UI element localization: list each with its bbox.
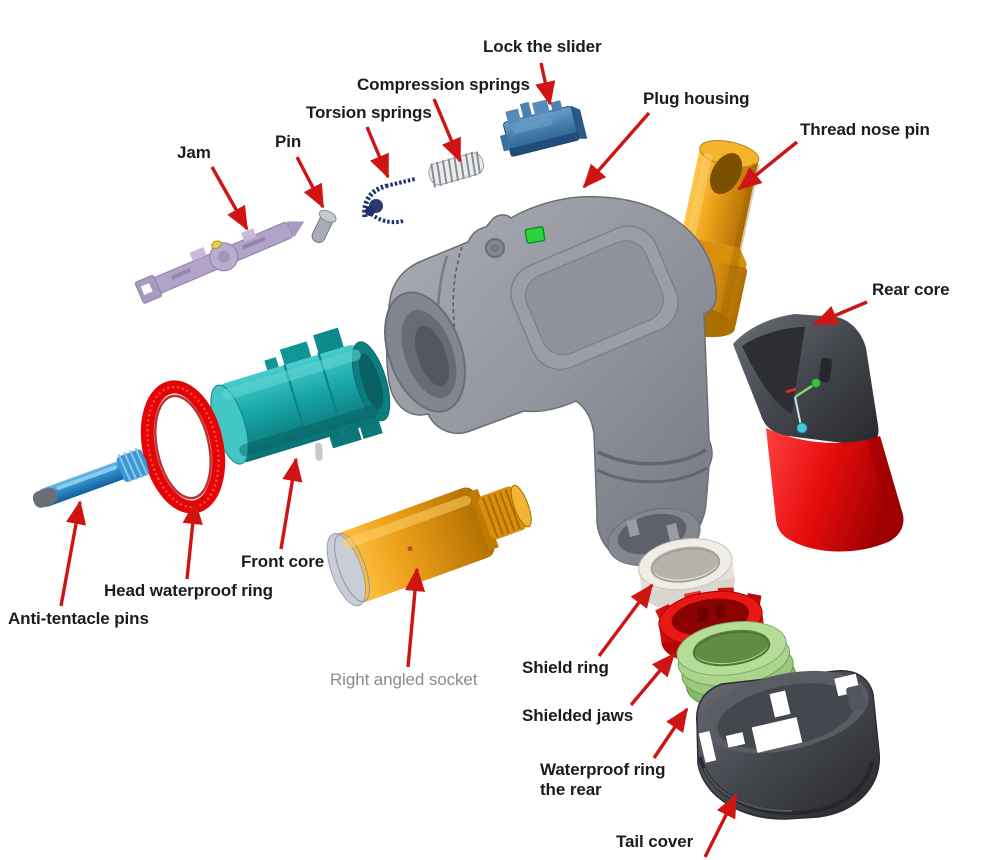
label-torsion-springs: Torsion springs xyxy=(306,103,432,122)
label-plug-housing: Plug housing xyxy=(643,89,750,108)
arrow-shield-ring xyxy=(597,583,654,658)
label-anti-tentacle-pins: Anti-tentacle pins xyxy=(8,609,149,628)
label-compression-springs: Compression springs xyxy=(357,75,530,94)
green-indicator xyxy=(524,226,546,244)
anti-tentacle-pins-part xyxy=(32,447,150,508)
label-head-waterproof-ring: Head waterproof ring xyxy=(104,581,273,600)
label-waterproof-ring-rear-line1: Waterproof ring xyxy=(540,760,666,779)
label-waterproof-ring-rear: Waterproof ring the rear xyxy=(540,760,665,800)
arrow-pin xyxy=(295,156,325,209)
arrow-jam xyxy=(210,166,249,231)
label-right-angled-socket: Right angled socket xyxy=(330,670,478,689)
front-core-part xyxy=(210,327,391,465)
label-tail-cover: Tail cover xyxy=(616,832,694,851)
label-shield-ring: Shield ring xyxy=(522,658,609,677)
arrow-torsion-springs xyxy=(365,126,390,179)
tail-cover-part xyxy=(696,670,880,820)
arrow-head-waterproof-ring xyxy=(182,500,203,580)
torsion-springs-part xyxy=(362,177,416,225)
coordinate-axis-marker xyxy=(785,378,821,434)
label-front-core: Front core xyxy=(241,552,325,571)
label-pin: Pin xyxy=(275,132,302,151)
label-shielded-jaws: Shielded jaws xyxy=(522,706,634,725)
jam-part xyxy=(134,221,305,304)
arrow-plug-housing xyxy=(582,111,651,189)
pin-part xyxy=(311,209,337,244)
arrow-waterproof-ring-rear xyxy=(652,707,689,759)
arrow-tail-cover xyxy=(703,793,738,858)
plug-housing-part xyxy=(384,195,717,567)
label-thread-nose-pin: Thread nose pin xyxy=(800,120,930,139)
arrow-compression-springs xyxy=(432,98,462,163)
rear-core-red-sleeve xyxy=(766,428,904,552)
arrow-shielded-jaws xyxy=(629,652,676,707)
label-rear-core: Rear core xyxy=(872,280,950,299)
right-angled-socket-part xyxy=(326,484,532,607)
leader-arrows xyxy=(59,62,868,858)
rear-core-part xyxy=(733,314,904,552)
arrow-thread-nose-pin xyxy=(737,140,799,191)
label-waterproof-ring-rear-line2: the rear xyxy=(540,780,602,799)
arrow-lock-slider xyxy=(535,62,556,106)
arrow-anti-tentacle-pins xyxy=(59,500,87,607)
lock-slider-part xyxy=(499,99,588,157)
arrow-right-angled-socket xyxy=(404,567,426,668)
arrow-rear-core xyxy=(813,300,868,326)
compression-springs-part xyxy=(428,151,485,188)
label-jam: Jam xyxy=(177,143,211,162)
jam-yellow-dot xyxy=(211,240,222,249)
label-lock-slider: Lock the slider xyxy=(483,37,602,56)
arrow-front-core xyxy=(279,457,303,550)
